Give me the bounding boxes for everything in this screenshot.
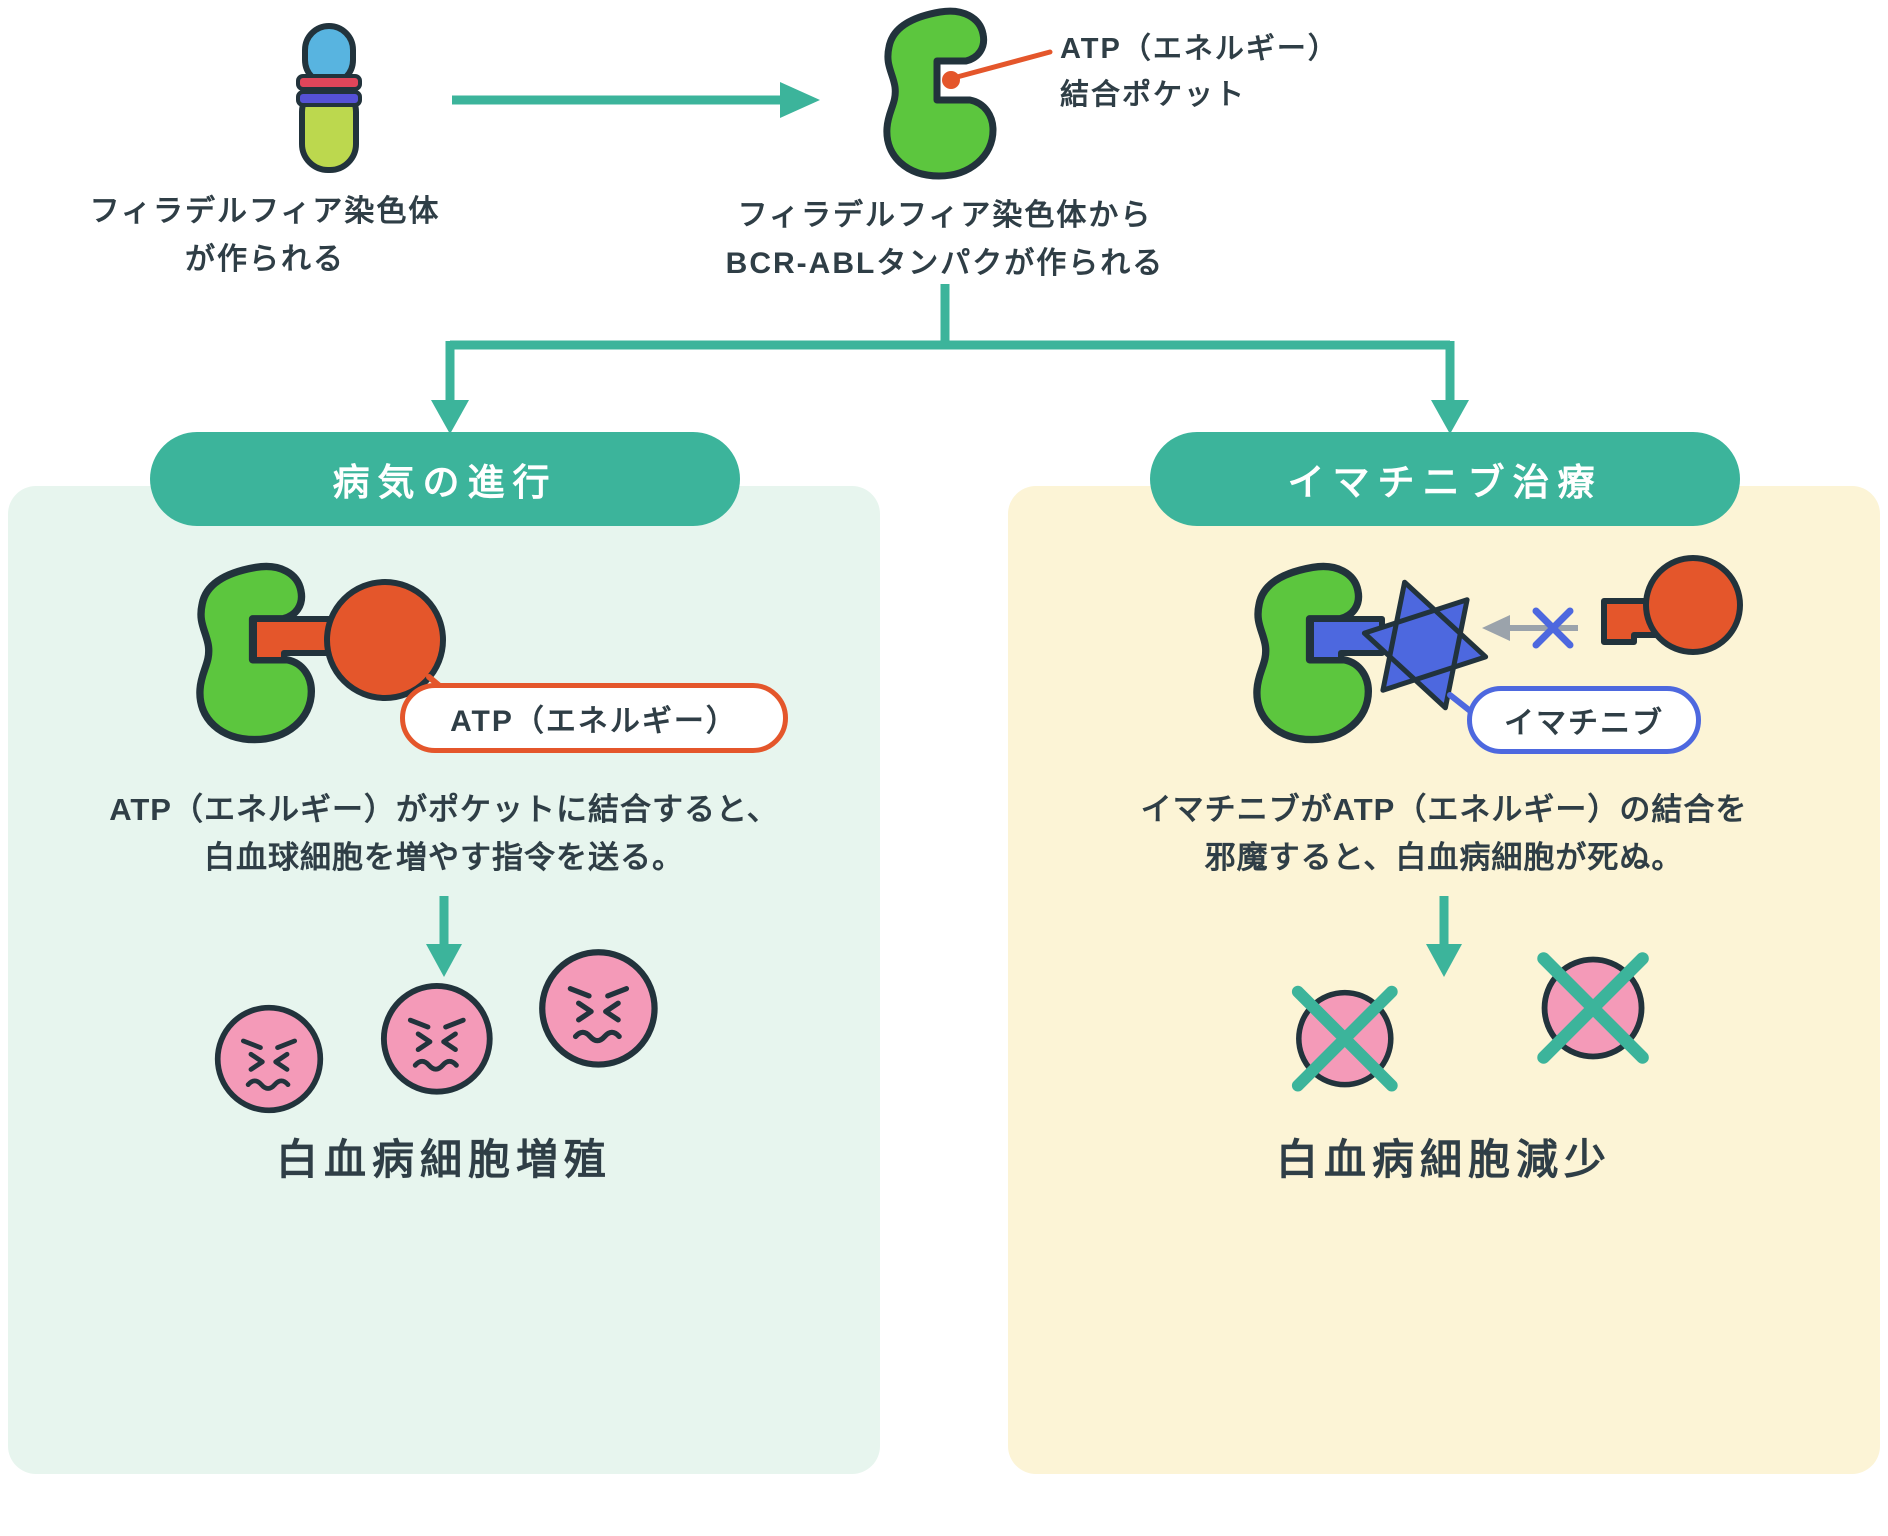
right-result-label: 白血病細胞減少	[1275, 1136, 1612, 1183]
imatinib-blocking-illustration	[1030, 555, 1743, 795]
protein-caption: フィラデルフィア染色体から BCR-ABLタンパクが作られる	[705, 192, 1185, 288]
atp-callout: ATP（エネルギー）	[400, 683, 788, 753]
blocked-arrow-head	[1482, 615, 1510, 641]
leukemia-cells-group	[180, 930, 700, 1140]
chromosome-caption-line2: が作られる	[185, 243, 345, 276]
left-panel-header-label: 病気の進行	[332, 462, 558, 503]
philadelphia-chromosome-icon	[296, 23, 362, 173]
left-description: ATP（エネルギー）がポケットに結合すると、 白血球細胞を増やす指令を送る。	[58, 786, 830, 882]
atp-binding-illustration	[170, 545, 471, 795]
left-description-line2: 白血球細胞を増やす指令を送る。	[204, 840, 684, 876]
right-panel-header: イマチニブ治療	[1150, 432, 1740, 526]
right-description-line1: イマチニブがATP（エネルギー）の結合を	[1140, 792, 1748, 827]
chromosome-red-band	[296, 74, 362, 91]
branch-lines	[445, 284, 1455, 402]
left-panel-header: 病気の進行	[150, 432, 740, 526]
bcr-abl-protein-icon	[866, 4, 1016, 186]
protein-caption-line2: BCR-ABLタンパクが作られる	[725, 247, 1165, 280]
branch-right-arrow-head	[1431, 400, 1469, 434]
imatinib-molecule-icon	[1361, 579, 1489, 711]
left-description-line1: ATP（エネルギー）がポケットに結合すると、	[109, 792, 779, 827]
branch-left-arrow-head	[431, 400, 469, 434]
imatinib-plug	[1308, 616, 1385, 663]
atp-pocket-dot	[942, 71, 960, 89]
pocket-label-line2: 結合ポケット	[1060, 79, 1247, 112]
right-description: イマチニブがATP（エネルギー）の結合を 邪魔すると、白血病細胞が死ぬ。	[1058, 786, 1830, 882]
chromosome-caption: フィラデルフィア染色体 が作られる	[80, 188, 450, 284]
pocket-label-line1: ATP（エネルギー）	[1060, 33, 1339, 65]
chromosome-caption-line1: フィラデルフィア染色体	[89, 195, 441, 228]
arrow-right-head	[780, 82, 820, 118]
dead-cells-group	[1230, 935, 1690, 1145]
imatinib-callout: イマチニブ	[1467, 686, 1701, 754]
chromosome-indigo-band	[296, 90, 362, 107]
right-description-line2: 邪魔すると、白血病細胞が死ぬ。	[1204, 840, 1684, 876]
right-panel-header-label: イマチニブ治療	[1287, 462, 1603, 503]
block-x-icon	[1532, 607, 1574, 649]
protein-caption-line1: フィラデルフィア染色体から	[737, 199, 1153, 232]
imatinib-callout-label: イマチニブ	[1504, 707, 1664, 740]
atp-callout-label: ATP（エネルギー）	[450, 705, 738, 738]
blocked-atp-molecule-icon	[1643, 555, 1743, 655]
atp-pocket-label: ATP（エネルギー） 結合ポケット	[1060, 26, 1420, 119]
atp-molecule-icon	[324, 579, 446, 701]
left-result-label: 白血病細胞増殖	[275, 1136, 612, 1183]
